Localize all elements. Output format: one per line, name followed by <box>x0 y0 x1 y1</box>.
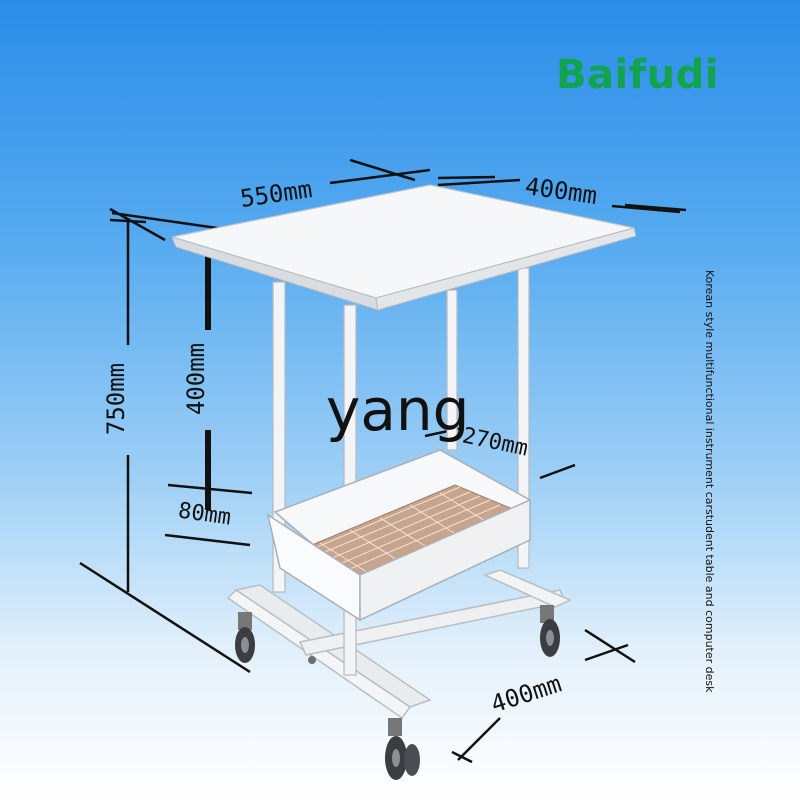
caster-wheels <box>235 605 560 780</box>
storage-basket <box>266 449 532 622</box>
dimension-shelf-gap: 400mm <box>182 342 211 416</box>
caster-front-left <box>235 612 255 663</box>
watermark-text: yang <box>326 376 470 444</box>
base-frame <box>226 569 572 720</box>
caster-front <box>385 718 420 780</box>
product-title: Korean style multifunctional instrument … <box>703 270 716 693</box>
brand-logo: Baifudi <box>556 52 719 98</box>
caster-back-right <box>540 605 560 657</box>
dimension-total-height: 750mm <box>102 362 131 436</box>
dimension-lines <box>79 158 687 764</box>
table-top <box>171 184 637 311</box>
